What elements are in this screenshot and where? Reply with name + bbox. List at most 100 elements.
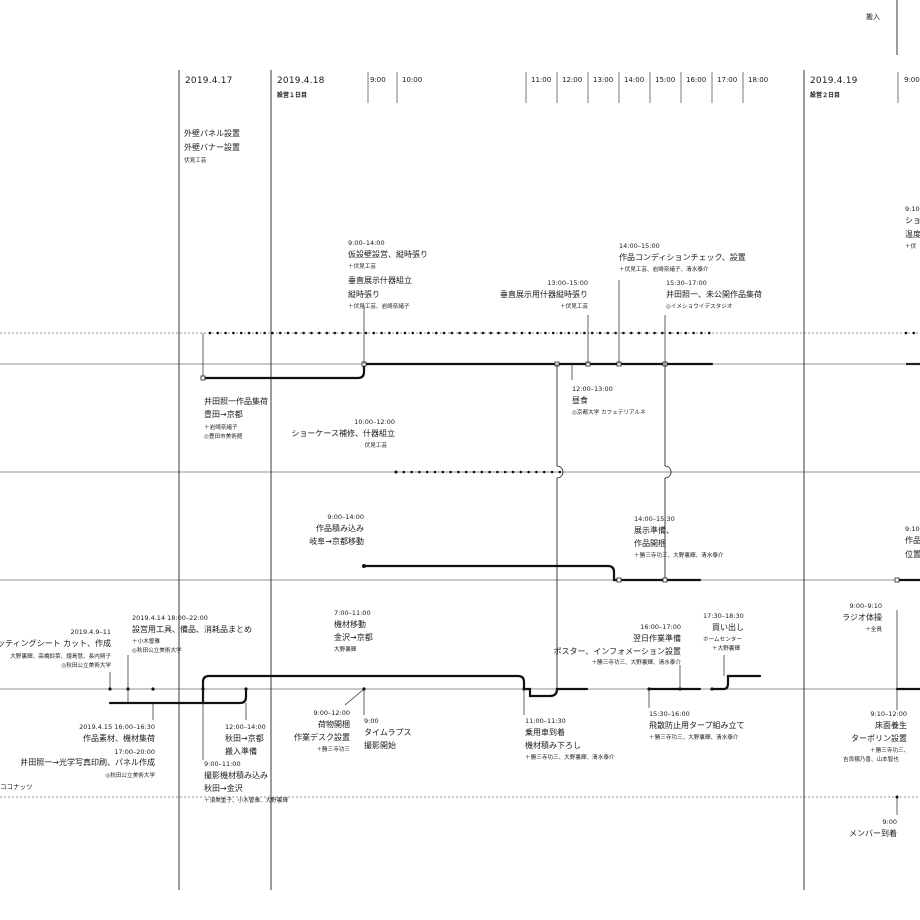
dotted-track-dot xyxy=(333,331,337,335)
dotted-track-dot xyxy=(520,331,524,335)
dot xyxy=(244,687,248,691)
date-label-0417: 2019.4.17 xyxy=(185,76,233,86)
event-time: 9:10– xyxy=(905,525,920,533)
event-time: 9:00–14:00 xyxy=(348,239,385,247)
hour-label: 13:00 xyxy=(593,76,614,84)
event-title: 飛散防止用タープ組み立て xyxy=(649,721,745,730)
dotted-track-dot xyxy=(535,470,538,474)
dotted-track-dot xyxy=(583,331,586,335)
event-time: 9:00 xyxy=(882,818,897,826)
dotted-track-dot xyxy=(536,331,539,335)
day-subtitle-1: 設営１日目 xyxy=(277,92,308,99)
dotted-track-dot xyxy=(668,331,672,335)
dotted-track-dot xyxy=(388,331,391,335)
dotted-track-dot xyxy=(302,331,305,335)
event-people: ◎秋田公立美術大学 xyxy=(105,773,155,779)
event-title: 床面養生 xyxy=(875,721,907,730)
event-time: 7:00–11:00 xyxy=(334,609,371,617)
event-people: ＋勝三寺功三、大野裏輝、清水泰介 xyxy=(649,735,739,741)
event-title: 設営用工具、備品、消耗品まとめ xyxy=(132,625,252,634)
event-people: ＋岩崎奈緒子 xyxy=(204,425,238,431)
track-line xyxy=(201,687,248,705)
event-title: 縦時張り xyxy=(348,290,380,299)
event-title: 井田照一、未公開作品集荷 xyxy=(666,290,762,299)
event-time: 17:30–18:30 xyxy=(703,612,744,620)
dotted-track-dot xyxy=(645,331,649,335)
event-title: 搬入準備 xyxy=(225,747,257,756)
event-time: 2019.4.9–11 xyxy=(70,628,111,636)
event-time: 11:00–11:30 xyxy=(525,717,566,725)
event-people: ＋勝三寺功三 xyxy=(316,747,350,753)
event-time: 9:00–11:00 xyxy=(204,760,241,768)
event-people: 大野裏輝 xyxy=(334,647,357,653)
event-title: 外壁パネル設置 xyxy=(184,129,240,138)
event-title: 垂直展示用什器縦時張り xyxy=(500,290,588,299)
dotted-track-dot xyxy=(286,331,290,335)
event-title: 作品開梱 xyxy=(634,539,666,548)
event-title: 機材移動 xyxy=(334,620,366,629)
dotted-track-dot xyxy=(481,331,485,335)
event-time: 15:30–17:00 xyxy=(666,279,707,287)
event-people: ＋伏 xyxy=(905,244,917,250)
dotted-track-dot xyxy=(457,470,460,474)
event-title: ポスター、インフォメーション設置 xyxy=(553,647,681,656)
dotted-track-dot xyxy=(550,470,554,474)
dotted-track-dot xyxy=(707,331,711,335)
event-title: タイムラプス xyxy=(364,728,412,737)
event-people: 伏見工芸 xyxy=(184,158,207,164)
event-people: ＋須美重子、小木曽雅、大野裏輝 xyxy=(204,798,288,804)
event-title: ショ xyxy=(905,216,920,225)
event-people: ＋大野裏輝 xyxy=(712,646,740,652)
event-people: ◎京都大学 カフェテリアルネ xyxy=(572,410,646,416)
dotted-track-dot xyxy=(263,331,266,335)
event-time: 10:00–12:00 xyxy=(354,418,395,426)
dotted-track-dot xyxy=(232,331,235,335)
event-title: 買い出し xyxy=(712,623,744,632)
dot xyxy=(895,795,899,799)
event-people: ◎豊田市美術館 xyxy=(204,434,243,440)
dotted-track-dot xyxy=(349,331,352,335)
track-line xyxy=(362,564,702,582)
event-time: 16:00–17:00 xyxy=(640,623,681,631)
dotted-track-dot xyxy=(472,470,476,474)
dotted-track-dot xyxy=(419,331,422,335)
dotted-track-dot xyxy=(503,470,507,474)
dotted-track-dot xyxy=(692,331,695,335)
event-people: ＋全員 xyxy=(865,627,882,633)
event-title: 秋田→金沢 xyxy=(204,784,243,793)
hour-label: 17:00 xyxy=(717,76,738,84)
dotted-track-dot xyxy=(224,331,227,335)
event-people: ＋勝三寺功三、大野裏輝、清水泰介 xyxy=(525,755,615,761)
event-title: 乗用車到着 xyxy=(525,728,565,737)
dotted-track-dot xyxy=(449,470,452,474)
event-people: ◎秋田公立美術大学 xyxy=(132,648,182,654)
event-people: ＋勝三寺功三、 xyxy=(870,748,910,754)
dotted-track-dot xyxy=(294,331,298,335)
dotted-track-dot xyxy=(598,331,602,335)
dotted-track-dot xyxy=(310,331,313,335)
dotted-track-dot xyxy=(614,331,617,335)
node-marker xyxy=(662,577,668,583)
date-label-0418: 2019.4.18 xyxy=(277,76,325,86)
dotted-track-dot xyxy=(239,331,243,335)
hop-connector xyxy=(664,363,672,581)
event-title: ラジオ体操 xyxy=(842,613,882,622)
dotted-track-dot xyxy=(544,331,547,335)
dotted-track-dot xyxy=(395,331,399,335)
dotted-track-dot xyxy=(216,331,220,335)
track-line xyxy=(522,687,589,698)
dotted-track-dot xyxy=(558,470,562,474)
dotted-track-dot xyxy=(622,331,625,335)
dotted-track-dot xyxy=(542,470,546,474)
event-title: 翌日作業準備 xyxy=(633,634,681,643)
event-time: 9:10–12:00 xyxy=(870,710,907,718)
dotted-track-dot xyxy=(325,331,329,335)
event-people: ＋伏見工芸、岩崎奈緒子、清水泰介 xyxy=(619,267,709,273)
event-title: 展示準備、 xyxy=(634,526,674,535)
dotted-track-dot xyxy=(653,331,656,335)
dotted-track-dot xyxy=(425,470,429,474)
connector-line xyxy=(344,688,365,706)
event-people: 吉良穂乃香、山本智也 xyxy=(843,757,899,763)
node-marker xyxy=(200,375,206,381)
